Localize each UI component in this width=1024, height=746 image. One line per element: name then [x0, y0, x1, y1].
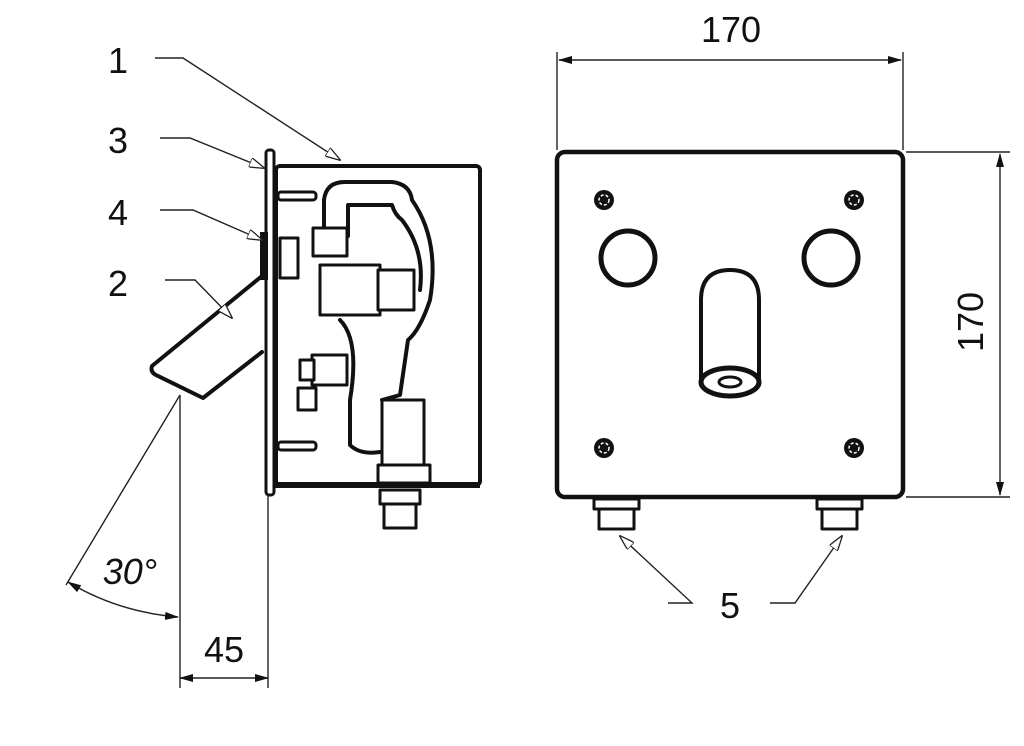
height-label: 170	[950, 292, 991, 352]
spout	[149, 274, 264, 400]
angle-dimension	[65, 394, 181, 688]
front-plate	[264, 148, 276, 497]
callout-4: 4	[108, 192, 128, 233]
valve-nut	[310, 353, 349, 387]
sensor-window	[260, 232, 268, 280]
screw-icon	[594, 190, 864, 458]
sensor-ring-left	[598, 228, 658, 288]
callout-5: 5	[720, 585, 740, 626]
width-dimension	[556, 52, 904, 150]
sensor-ring-right	[801, 228, 861, 288]
solenoid-valve	[318, 263, 382, 317]
spout-front	[699, 268, 761, 387]
housing-box	[274, 164, 482, 487]
depth-label: 45	[204, 629, 244, 670]
height-dimension	[906, 151, 1010, 498]
depth-dimension	[179, 495, 269, 688]
callout-3: 3	[108, 120, 128, 161]
side-view	[149, 148, 482, 530]
angle-label: 30°	[103, 551, 157, 592]
connector-nut	[311, 226, 349, 258]
front-view	[554, 149, 906, 531]
inlet-fitting	[380, 398, 426, 467]
hose	[322, 180, 435, 402]
callout-leaders	[155, 57, 842, 604]
callout-1: 1	[108, 40, 128, 81]
inlet-thread	[382, 502, 418, 530]
callout-2: 2	[108, 263, 128, 304]
width-label: 170	[701, 9, 761, 50]
